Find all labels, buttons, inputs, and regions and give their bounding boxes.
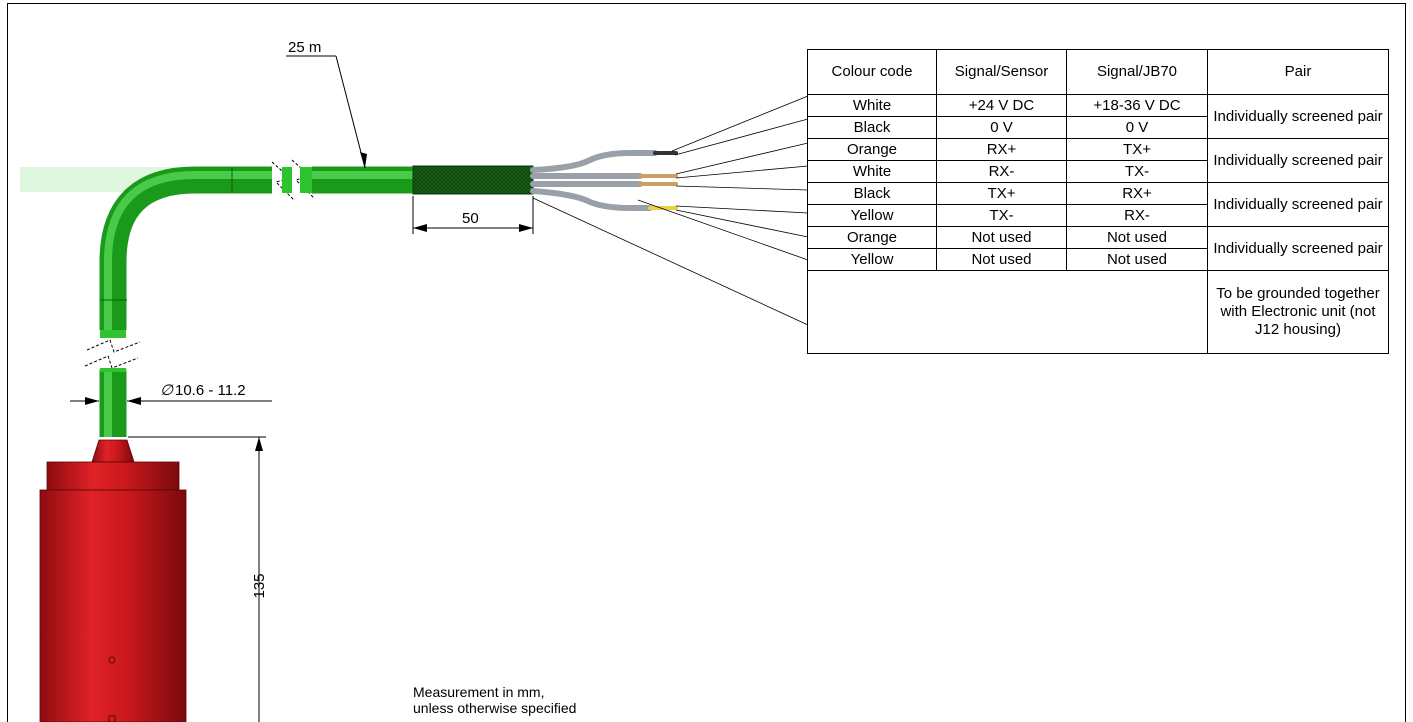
cell-signal-jb70: Not used [1066, 248, 1208, 271]
cell-pair: Individually screened pair [1207, 182, 1389, 227]
col-header-signal-sensor: Signal/Sensor [936, 49, 1067, 95]
col-header-colour-code: Colour code [807, 49, 937, 95]
cell-colour: Black [807, 182, 937, 205]
table-row: Black 0 V 0 V [807, 116, 1389, 139]
cell-ground-note: To be grounded together with Electronic … [1207, 270, 1389, 354]
table-row: Yellow TX- RX- [807, 204, 1389, 227]
table-header-row: Colour code Signal/Sensor Signal/JB70 Pa… [807, 49, 1389, 95]
leader-lines [532, 95, 809, 326]
cell-signal-sensor: +24 V DC [936, 94, 1067, 117]
table-row: Black TX+ RX+ Individually screened pair [807, 182, 1389, 227]
cell-signal-jb70: TX+ [1066, 138, 1208, 161]
col-header-signal-jb70: Signal/JB70 [1066, 49, 1208, 95]
cell-signal-jb70: 0 V [1066, 116, 1208, 139]
cell-colour: Yellow [807, 204, 937, 227]
cell-colour: Black [807, 116, 937, 139]
measurement-note-line1: Measurement in mm, [413, 684, 545, 700]
cell-signal-sensor: Not used [936, 226, 1067, 249]
cell-empty [807, 270, 1208, 354]
table-row: Orange Not used Not used Individually sc… [807, 226, 1389, 271]
table-row: White +24 V DC +18-36 V DC Individually … [807, 94, 1389, 139]
col-header-pair: Pair [1207, 49, 1389, 95]
cell-colour: White [807, 160, 937, 183]
cell-colour: Orange [807, 138, 937, 161]
cell-signal-sensor: 0 V [936, 116, 1067, 139]
length-callout: 25 m [286, 39, 367, 169]
cell-pair: Individually screened pair [1207, 94, 1389, 139]
measurement-note: Measurement in mm, unless otherwise spec… [413, 684, 576, 716]
cell-signal-jb70: RX+ [1066, 182, 1208, 205]
drawing-frame [7, 3, 1406, 722]
cable-highlight [104, 171, 420, 437]
diameter-label: 10.6 - 11.2 [175, 382, 246, 399]
cell-signal-sensor: TX- [936, 204, 1067, 227]
cable-wires [530, 150, 678, 211]
table-row: Yellow Not used Not used [807, 248, 1389, 271]
cell-signal-jb70: RX- [1066, 204, 1208, 227]
cell-signal-jb70: +18-36 V DC [1066, 94, 1208, 117]
housing-height-label: 135 [251, 573, 268, 598]
table-row-ground: To be grounded together with Electronic … [807, 270, 1389, 354]
cell-signal-sensor: RX- [936, 160, 1067, 183]
table-row: Orange RX+ TX+ Individually screened pai… [807, 138, 1389, 183]
cell-pair: Individually screened pair [1207, 226, 1389, 271]
cell-colour: Orange [807, 226, 937, 249]
cell-signal-jb70: Not used [1066, 226, 1208, 249]
screen-length-dimension: 50 [412, 196, 534, 234]
cell-colour: White [807, 94, 937, 117]
cell-signal-sensor: Not used [936, 248, 1067, 271]
screen-length-label: 50 [462, 210, 479, 227]
cell-signal-sensor: RX+ [936, 138, 1067, 161]
wiring-table: Colour code Signal/Sensor Signal/JB70 Pa… [807, 49, 1389, 354]
cell-pair: Individually screened pair [1207, 138, 1389, 183]
cell-colour: Yellow [807, 248, 937, 271]
cable-break-horizontal [271, 159, 315, 201]
cable-screen-braid [412, 165, 534, 195]
cable-sheath [99, 166, 420, 437]
measurement-note-line2: unless otherwise specified [413, 700, 577, 716]
cable-break-vertical [84, 330, 143, 372]
housing-height-dimension: 135 [128, 436, 268, 722]
diameter-dimension: ∅ 10.6 - 11.2 [70, 382, 272, 405]
cell-signal-sensor: TX+ [936, 182, 1067, 205]
cable-length-label: 25 m [288, 39, 321, 56]
sensor-housing [39, 439, 187, 722]
diameter-symbol: ∅ [160, 382, 174, 399]
cell-signal-jb70: TX- [1066, 160, 1208, 183]
